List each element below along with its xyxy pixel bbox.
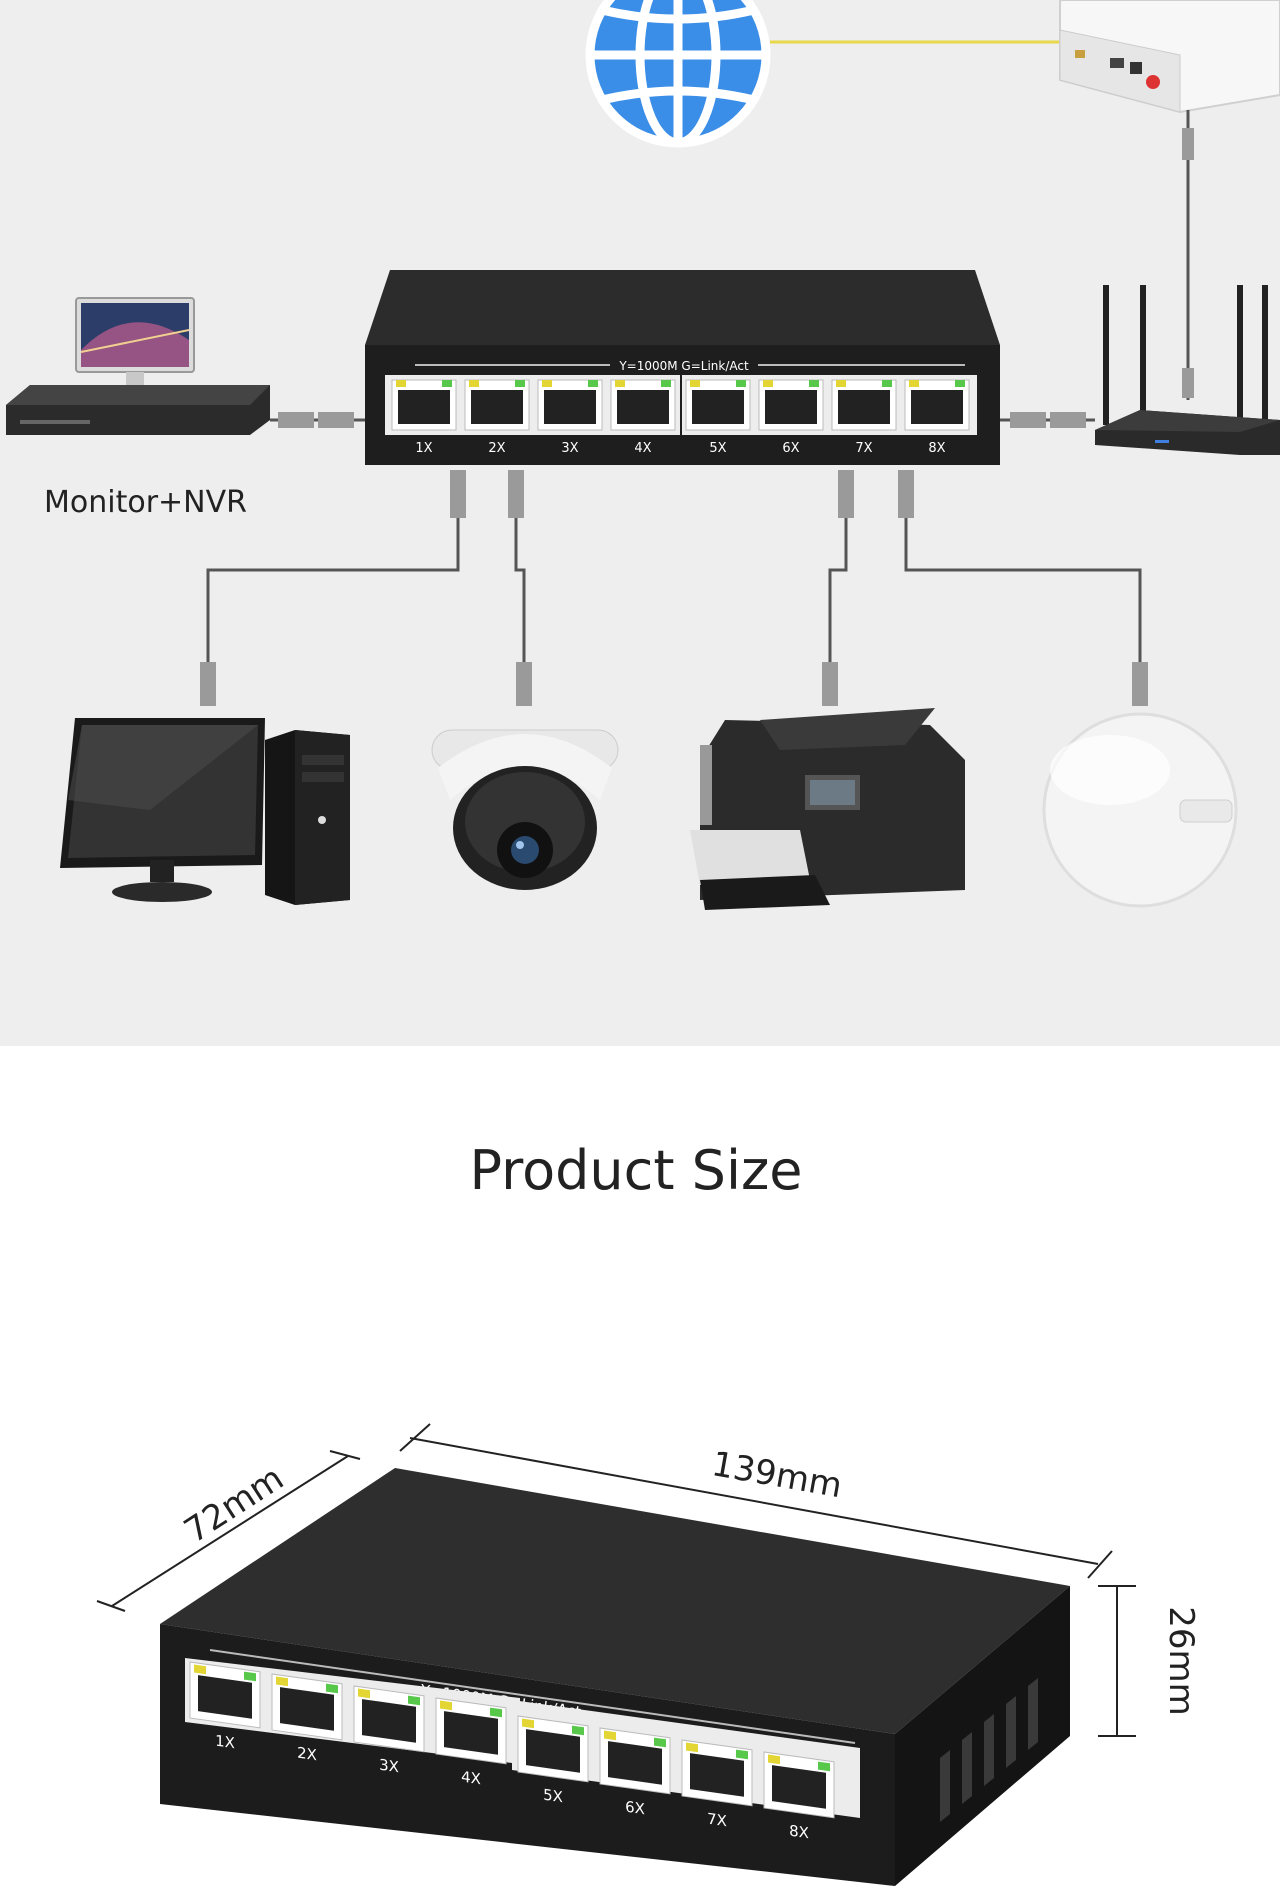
- switch-port-label: 4X: [634, 441, 651, 456]
- product-port: 3X: [353, 1685, 425, 1777]
- product-port: 2X: [271, 1673, 343, 1765]
- product-size-section: Product Size 139mm 72mm 26mm Y=1000M G=L…: [0, 1046, 1280, 1886]
- switch-port: 3X: [537, 379, 603, 456]
- product-port: 6X: [599, 1727, 671, 1819]
- product-port-label: 1X: [215, 1732, 235, 1753]
- modem-icon: [1059, 0, 1280, 114]
- switch-port-label: 7X: [855, 441, 872, 456]
- internet-globe-icon: [585, 0, 771, 148]
- product-port-label: 5X: [543, 1786, 563, 1807]
- dome-camera-icon: [431, 729, 619, 890]
- product-port: 4X: [435, 1697, 507, 1789]
- product-port-label: 6X: [625, 1798, 645, 1819]
- nvr-label: Monitor+NVR: [44, 485, 247, 520]
- switch-port-label: 6X: [782, 441, 799, 456]
- product-port-label: 3X: [379, 1756, 399, 1777]
- product-port-label: 4X: [461, 1768, 481, 1789]
- product-size-heading: Product Size: [469, 1139, 802, 1202]
- height-dimension: [1098, 1585, 1136, 1737]
- product-port: 5X: [517, 1715, 589, 1807]
- ethernet-switch-front-view: Y=1000M G=Link/Act 1X 2X 3X 4X 5X 6X 7X 8X: [365, 270, 1000, 465]
- network-topology-diagram: Monitor+NVR Y=1000M G=Link/Act 1X 2X 3X 4X 5…: [0, 0, 1280, 1046]
- switch-port: 2X: [464, 379, 530, 456]
- switch-port: 6X: [758, 379, 824, 456]
- width-label: 72mm: [177, 1458, 291, 1551]
- device-cables: [206, 480, 1142, 690]
- desktop-pc-icon: [60, 718, 350, 905]
- height-label: 26mm: [1161, 1606, 1201, 1716]
- length-dimension: [399, 1423, 1113, 1579]
- width-dimension: [96, 1450, 361, 1612]
- product-port: 1X: [189, 1661, 261, 1753]
- wireless-access-point-icon: [1042, 712, 1238, 908]
- product-port-label: 8X: [789, 1822, 809, 1843]
- wifi-router-icon: [1095, 285, 1280, 455]
- switch-port: 7X: [831, 379, 897, 456]
- product-port-group: 1X 2X 3X 4X 5X 6X 7X 8X: [189, 1661, 835, 1843]
- product-port-label: 7X: [707, 1810, 727, 1831]
- product-port-label: 2X: [297, 1744, 317, 1765]
- switch-port-label: 5X: [709, 441, 726, 456]
- switch-port-group: 1X 2X 3X 4X 5X 6X 7X 8X: [391, 379, 970, 456]
- printer-icon: [690, 708, 965, 910]
- switch-port-label: 3X: [561, 441, 578, 456]
- topology-svg: Monitor+NVR Y=1000M G=Link/Act 1X 2X 3X 4X 5…: [6, 0, 1280, 910]
- product-port: 7X: [681, 1739, 753, 1831]
- switch-port-label: 1X: [415, 441, 432, 456]
- switch-port-label: 2X: [488, 441, 505, 456]
- switch-led-legend: Y=1000M G=Link/Act: [618, 359, 749, 373]
- product-size-svg: Product Size 139mm 72mm 26mm Y=1000M G=L…: [96, 1139, 1201, 1886]
- switch-port: 8X: [904, 379, 970, 456]
- switch-port: 5X: [685, 379, 751, 456]
- switch-port-label: 8X: [928, 441, 945, 456]
- switch-port: 4X: [610, 379, 676, 456]
- product-port: 8X: [763, 1751, 835, 1843]
- monitor-nvr-icon: [6, 297, 270, 435]
- switch-port: 1X: [391, 379, 457, 456]
